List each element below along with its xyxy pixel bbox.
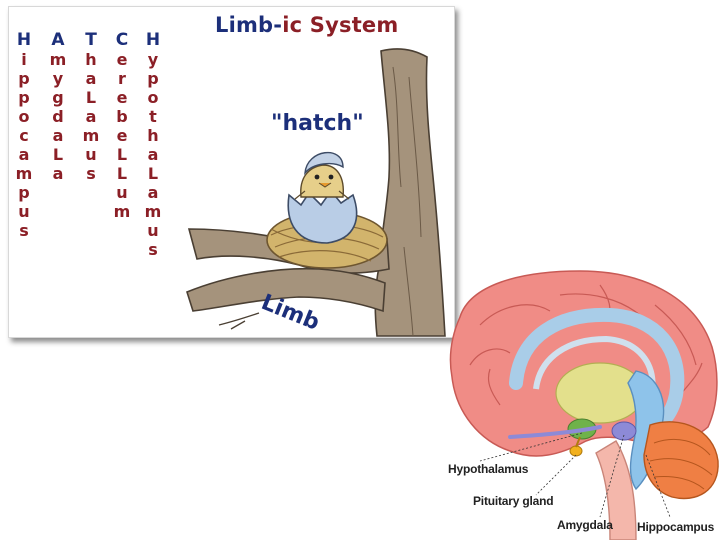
- mnemonic-letter: u: [18, 202, 30, 221]
- mnemonic-letter: e: [116, 50, 128, 69]
- hippocampus: [627, 370, 665, 491]
- mnemonic-letter: L: [147, 164, 159, 183]
- brain-diagram: [449, 270, 719, 540]
- mnemonic-letter: s: [19, 221, 29, 240]
- bird-nest-illustration: [186, 48, 446, 337]
- mnemonic-letter: s: [148, 240, 158, 259]
- mnemonic-initial-letter: C: [115, 30, 129, 50]
- amygdala-label: Amygdala: [557, 518, 613, 532]
- mnemonic-letter: m: [15, 164, 33, 183]
- lower-branch: [186, 267, 386, 313]
- mnemonic-letter: a: [147, 183, 159, 202]
- title-suffix: ic System: [282, 13, 399, 37]
- mnemonic-letter: p: [18, 183, 30, 202]
- mnemonic-letter: m: [144, 202, 162, 221]
- mnemonic-letter: b: [116, 107, 128, 126]
- mnemonic-letter: e: [116, 88, 128, 107]
- mnemonic-letter: t: [149, 107, 157, 126]
- thalamus: [555, 362, 645, 424]
- limbic-system-title: Limb-ic System: [215, 13, 398, 37]
- egg-cap: [304, 151, 344, 176]
- chick: [300, 164, 344, 198]
- mnemonic-letter: L: [116, 145, 128, 164]
- mnemonic-letter: s: [86, 164, 96, 183]
- mnemonic-letter: i: [21, 50, 27, 69]
- mnemonic-letter: a: [52, 126, 64, 145]
- mnemonic-letter: h: [85, 50, 97, 69]
- mnemonic-letter: u: [116, 183, 128, 202]
- mnemonic-letter: d: [52, 107, 64, 126]
- mnemonic-letter: e: [116, 126, 128, 145]
- mnemonic-letter: L: [52, 145, 64, 164]
- mnemonic-letter: g: [52, 88, 64, 107]
- mnemonic-letter: o: [18, 107, 30, 126]
- mnemonic-letter: m: [82, 126, 100, 145]
- hypothalamus-label: Hypothalamus: [448, 462, 529, 476]
- title-prefix: Limb-: [215, 13, 283, 37]
- hatch-label: "hatch": [271, 111, 364, 136]
- mnemonic-letter: y: [52, 69, 64, 88]
- corpus-callosum: [533, 335, 656, 394]
- hippocampus-label: Hippocampus: [637, 520, 715, 534]
- mnemonic-initial-letter: A: [51, 30, 65, 50]
- mnemonic-letter: a: [147, 145, 159, 164]
- mnemonic-letter: L: [85, 88, 97, 107]
- mnemonic-letter: y: [147, 50, 159, 69]
- mnemonic-letter: u: [147, 221, 159, 240]
- fornix: [509, 307, 685, 440]
- mnemonic-letter: L: [116, 164, 128, 183]
- mnemonic-initial-letter: T: [85, 30, 97, 50]
- mnemonic-letter: p: [18, 88, 30, 107]
- mnemonic-initial-letter: H: [145, 30, 161, 50]
- egg-shell: [287, 189, 358, 244]
- mnemonic-letter: p: [18, 69, 30, 88]
- mnemonic-letter: p: [147, 69, 159, 88]
- mnemonic-letter: u: [85, 145, 97, 164]
- mnemonic-letter: m: [49, 50, 67, 69]
- brainstem: [595, 440, 637, 540]
- mnemonic-letter: a: [85, 69, 97, 88]
- mnemonic-letter: a: [85, 107, 97, 126]
- mnemonic-letter: a: [18, 145, 30, 164]
- tree-trunk: [374, 48, 446, 337]
- pituitary-gland: [569, 445, 583, 457]
- mnemonic-letter: h: [147, 126, 159, 145]
- amygdala: [611, 421, 637, 441]
- mnemonic-letter: o: [147, 88, 159, 107]
- mnemonic-letter: r: [118, 69, 126, 88]
- pituitary-gland-label: Pituitary gland: [473, 494, 554, 508]
- mnemonic-letter: c: [19, 126, 29, 145]
- mnemonic-letter: m: [113, 202, 131, 221]
- mnemonic-initial-letter: H: [16, 30, 32, 50]
- mnemonic-letter: a: [52, 164, 64, 183]
